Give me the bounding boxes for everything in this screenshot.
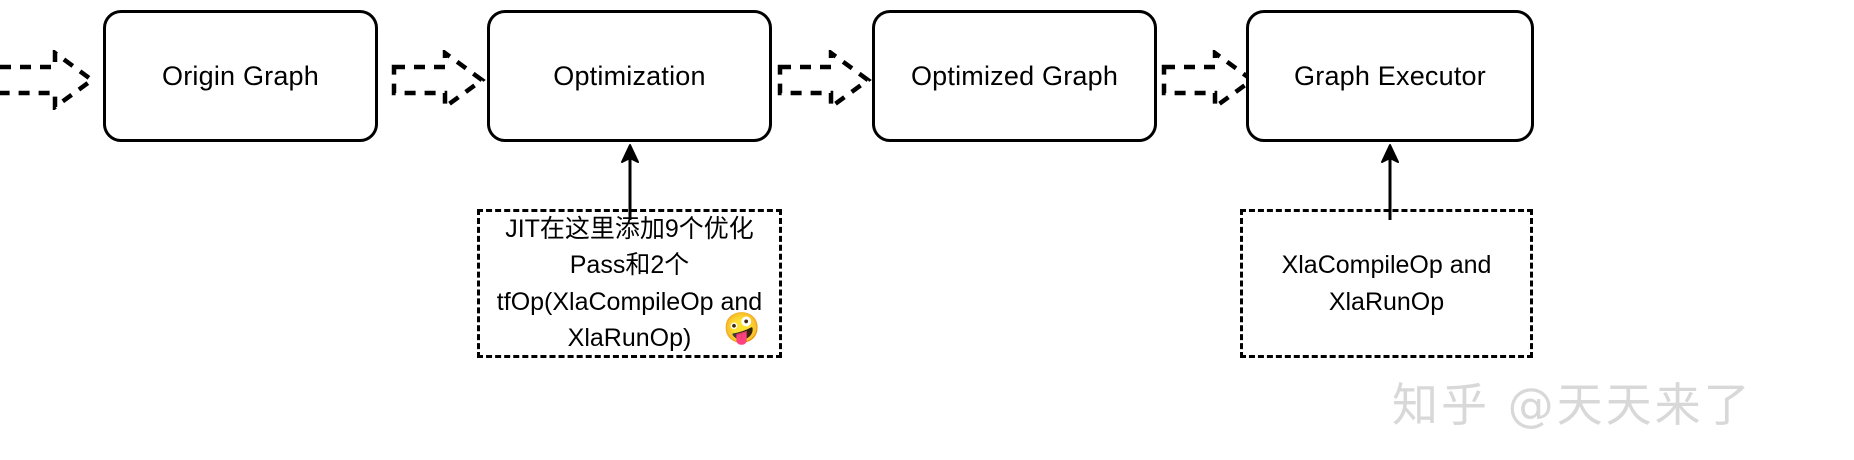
node-optimization[interactable]: Optimization bbox=[487, 10, 772, 142]
zany-face-emoji: 🤪 bbox=[723, 311, 761, 346]
node-optimized-graph-label: Optimized Graph bbox=[910, 60, 1119, 91]
node-optimization-label: Optimization bbox=[553, 60, 706, 91]
node-optimized-graph[interactable]: Optimized Graph bbox=[872, 10, 1157, 142]
note-jit-line-1: JIT在这里添加9个优化 bbox=[505, 215, 754, 243]
arrow-optimized-to-executor bbox=[1161, 50, 1256, 110]
zhihu-watermark: 知乎 @天天来了 bbox=[1392, 378, 1753, 432]
node-origin-graph[interactable]: Origin Graph bbox=[103, 10, 378, 142]
note-jit-text: JIT在这里添加9个优化 Pass和2个 tfOp(XlaCompileOp a… bbox=[486, 211, 773, 356]
note-jit-line-4: XlaRunOp) bbox=[567, 323, 692, 352]
note-jit[interactable]: JIT在这里添加9个优化 Pass和2个 tfOp(XlaCompileOp a… bbox=[477, 209, 782, 358]
note-jit-line-2: Pass和2个 bbox=[569, 251, 690, 280]
arrow-origin-to-optimization bbox=[391, 50, 486, 110]
arrow-optimization-to-optimized bbox=[777, 50, 872, 110]
node-origin-graph-label: Origin Graph bbox=[162, 60, 319, 91]
node-graph-executor-label: Graph Executor bbox=[1294, 60, 1486, 91]
note-xla-ops-line-2: XlaRunOp bbox=[1328, 287, 1445, 316]
note-xla-ops[interactable]: XlaCompileOp and XlaRunOp bbox=[1240, 209, 1533, 358]
connector-note-xla-to-executor bbox=[1381, 144, 1399, 220]
note-xla-ops-line-1: XlaCompileOp and bbox=[1281, 251, 1492, 280]
arrow-into-origin bbox=[0, 50, 96, 110]
note-jit-line-3: tfOp(XlaCompileOp and bbox=[496, 287, 763, 316]
note-xla-ops-text: XlaCompileOp and XlaRunOp bbox=[1249, 247, 1524, 320]
node-graph-executor[interactable]: Graph Executor bbox=[1246, 10, 1534, 142]
connector-note-jit-to-optimization bbox=[621, 144, 639, 220]
